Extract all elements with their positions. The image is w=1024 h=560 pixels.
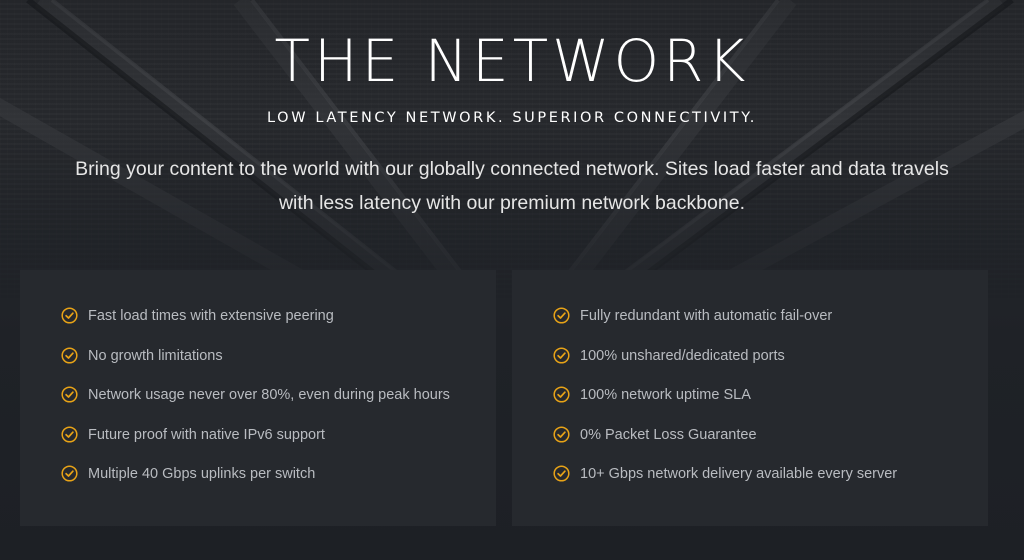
feature-label: 100% network uptime SLA [580,387,751,403]
feature-item: Multiple 40 Gbps uplinks per switch [61,464,450,504]
feature-label: Fast load times with extensive peering [88,308,334,324]
feature-label: 10+ Gbps network delivery available ever… [580,466,898,482]
features-panel-left: Fast load times with extensive peering N… [20,270,496,526]
feature-label: Multiple 40 Gbps uplinks per switch [88,466,316,482]
page-title: THE NETWORK [274,27,750,95]
check-circle-icon [61,386,78,403]
feature-label: No growth limitations [88,347,223,364]
feature-label: Network usage never over 80%, even durin… [88,387,450,403]
feature-item: No growth limitations [61,346,450,386]
feature-item: 100% network uptime SLA [553,385,897,425]
check-circle-icon [553,425,570,443]
features-panel-right: Fully redundant with automatic fail-over… [512,270,988,526]
feature-item: 10+ Gbps network delivery available ever… [553,464,897,504]
feature-label: 100% unshared/dedicated ports [580,347,785,364]
feature-item: 100% unshared/dedicated ports [553,346,897,386]
check-circle-icon [553,307,570,324]
check-circle-icon [553,386,570,403]
feature-list-left: Fast load times with extensive peering N… [61,306,450,504]
intro-line-1: Bring your content to the world with our… [75,158,949,180]
feature-label: Fully redundant with automatic fail-over [580,308,833,324]
check-circle-icon [553,465,570,482]
page-subtitle: LOW LATENCY NETWORK. SUPERIOR CONNECTIVI… [267,110,757,126]
intro-paragraph: Bring your content to the world with our… [52,152,972,220]
feature-item: Future proof with native IPv6 support [61,425,450,465]
check-circle-icon [553,346,570,364]
check-circle-icon [61,346,78,364]
intro-line-2: with less latency with our premium netwo… [278,192,746,214]
feature-list-right: Fully redundant with automatic fail-over… [553,306,897,504]
feature-label: 0% Packet Loss Guarantee [580,426,757,443]
check-circle-icon [61,425,78,443]
feature-label: Future proof with native IPv6 support [88,426,325,443]
check-circle-icon [61,465,78,482]
hero-fade-overlay [0,0,1024,300]
feature-item: 0% Packet Loss Guarantee [553,425,897,465]
check-circle-icon [61,307,78,324]
feature-item: Fully redundant with automatic fail-over [553,306,897,346]
feature-item: Network usage never over 80%, even durin… [61,385,450,425]
feature-item: Fast load times with extensive peering [61,306,450,346]
